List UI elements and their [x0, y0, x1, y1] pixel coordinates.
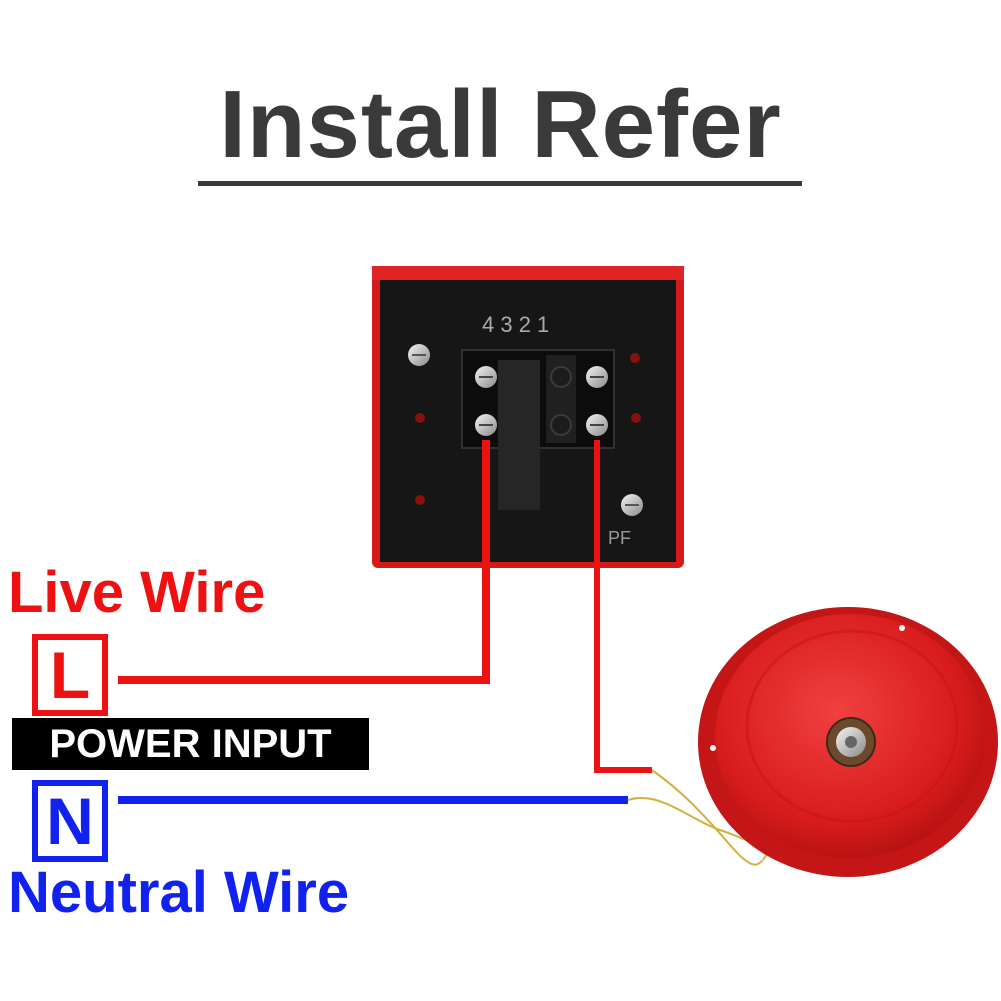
- terminal-numbers: 4 3 2 1: [482, 312, 549, 337]
- title-underline: [198, 181, 802, 186]
- terminal-screw-icon: [475, 366, 497, 388]
- terminal-screw-icon: [586, 366, 608, 388]
- neutral-wire-label: Neutral Wire: [8, 860, 350, 925]
- bell-wire-line: [594, 440, 652, 773]
- bell-lead-wire: [651, 769, 773, 866]
- pf-marking: PF: [608, 528, 631, 548]
- page-title: Install Refer: [219, 71, 782, 178]
- terminal-screw-icon: [475, 414, 497, 436]
- switch-box: 4 3 2 1: [372, 266, 684, 568]
- neutral-letter-badge: N: [32, 780, 108, 862]
- power-input-label: POWER INPUT: [12, 718, 369, 770]
- live-wire-label: Live Wire: [8, 560, 266, 625]
- terminal-screw-icon: [586, 414, 608, 436]
- live-wire-line: [118, 440, 490, 684]
- mount-screw-icon: [408, 344, 430, 366]
- alarm-bell-icon: [698, 607, 998, 877]
- live-letter-badge: L: [32, 634, 108, 716]
- terminal-screw-icon: [550, 414, 572, 436]
- terminal-screw-icon: [550, 366, 572, 388]
- mount-screw-icon: [621, 494, 643, 516]
